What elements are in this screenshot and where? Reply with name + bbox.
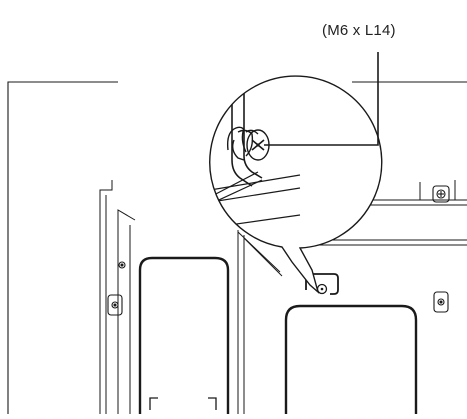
vesa-openings bbox=[138, 256, 418, 414]
screw-spec-label: (M6 x L14) bbox=[322, 22, 396, 39]
bracket-marks bbox=[149, 397, 217, 410]
magnifier-callout-icon bbox=[209, 75, 383, 295]
callout-leader-line bbox=[264, 52, 379, 146]
monitor-back-panel bbox=[7, 81, 467, 414]
